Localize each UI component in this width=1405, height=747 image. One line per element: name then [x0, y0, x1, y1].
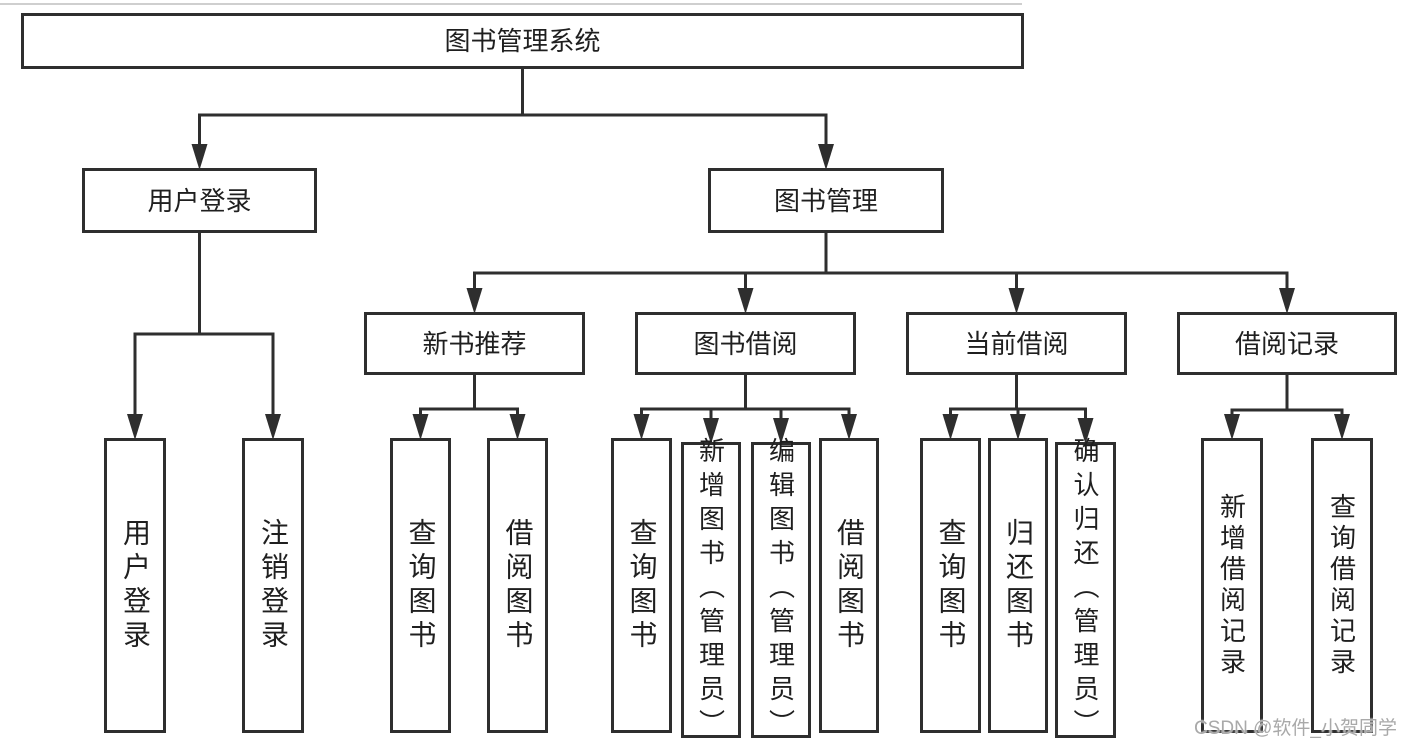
node-label-nbr-borrow: 借阅图书 — [502, 517, 534, 654]
node-label-current-borrow: 当前借阅 — [964, 328, 1069, 359]
arrowhead-new-book-rec — [466, 288, 483, 314]
arrowhead-current-borrow — [1008, 288, 1025, 314]
node-label-new-book-rec: 新书推荐 — [422, 328, 527, 359]
node-current-borrow: 当前借阅 — [906, 312, 1127, 375]
arrowhead-bb-query — [633, 414, 650, 440]
arrowhead-borrow-records — [1279, 288, 1295, 314]
node-system: 图书管理系统 — [21, 13, 1024, 69]
node-label-borrow-records: 借阅记录 — [1234, 328, 1339, 359]
node-bb-add: 新增图书（管理员） — [681, 437, 741, 743]
node-label-system: 图书管理系统 — [444, 26, 601, 56]
arrowhead-book-borrow — [737, 288, 754, 314]
arrowhead-cb-query — [942, 414, 959, 440]
arrowhead-user-login — [191, 144, 208, 170]
node-label-nbr-query: 查询图书 — [405, 517, 437, 654]
node-label-bb-add: 新增图书（管理员） — [695, 437, 726, 743]
node-nbr-query: 查询图书 — [390, 438, 451, 733]
arrowhead-br-add — [1224, 414, 1240, 440]
node-label-bb-edit: 编辑图书（管理员） — [765, 437, 796, 743]
node-label-br-query: 查询借阅记录 — [1326, 492, 1357, 679]
arrowhead-cb-confirm — [1077, 418, 1094, 444]
node-book-borrow: 图书借阅 — [635, 312, 856, 375]
arrowhead-nbr-query — [412, 414, 429, 440]
arrowhead-logout-op — [265, 414, 281, 440]
node-br-add: 新增借阅记录 — [1201, 438, 1263, 733]
arrowhead-book-mgmt — [818, 144, 834, 170]
node-label-book-mgmt: 图书管理 — [773, 185, 878, 216]
arrowhead-bb-add — [703, 418, 719, 444]
arrowhead-cb-return — [1010, 414, 1026, 440]
node-logout-op: 注销登录 — [242, 438, 304, 733]
node-label-br-add: 新增借阅记录 — [1216, 492, 1247, 679]
node-br-query: 查询借阅记录 — [1311, 438, 1373, 733]
node-login-op: 用户登录 — [104, 438, 166, 733]
node-bb-edit: 编辑图书（管理员） — [751, 437, 811, 743]
node-label-book-borrow: 图书借阅 — [693, 328, 798, 359]
arrowhead-nbr-borrow — [509, 414, 526, 440]
node-label-cb-query: 查询图书 — [935, 517, 967, 654]
node-bb-borrow: 借阅图书 — [819, 438, 879, 733]
watermark-text: CSDN @软件_小贺同学 — [1194, 718, 1397, 739]
node-label-bb-borrow: 借阅图书 — [834, 517, 865, 654]
arrowhead-bb-borrow — [841, 414, 857, 440]
node-nbr-borrow: 借阅图书 — [487, 438, 548, 733]
node-label-login-op: 用户登录 — [120, 517, 151, 654]
arrowhead-bb-edit — [773, 418, 789, 444]
node-cb-confirm: 确认归还（管理员） — [1055, 437, 1116, 743]
node-label-cb-confirm: 确认归还（管理员） — [1070, 437, 1100, 743]
node-book-mgmt: 图书管理 — [708, 168, 944, 233]
node-label-bb-query: 查询图书 — [626, 517, 658, 654]
node-cb-return: 归还图书 — [988, 438, 1048, 733]
node-label-user-login: 用户登录 — [147, 185, 252, 216]
arrowhead-br-query — [1334, 414, 1350, 440]
node-borrow-records: 借阅记录 — [1177, 312, 1397, 375]
node-cb-query: 查询图书 — [920, 438, 981, 733]
node-user-login: 用户登录 — [82, 168, 317, 233]
node-label-logout-op: 注销登录 — [258, 517, 289, 654]
node-new-book-rec: 新书推荐 — [364, 312, 585, 375]
arrowhead-login-op — [127, 414, 143, 440]
node-bb-query: 查询图书 — [611, 438, 672, 733]
top-border-line — [0, 3, 1022, 5]
node-label-cb-return: 归还图书 — [1003, 517, 1034, 654]
